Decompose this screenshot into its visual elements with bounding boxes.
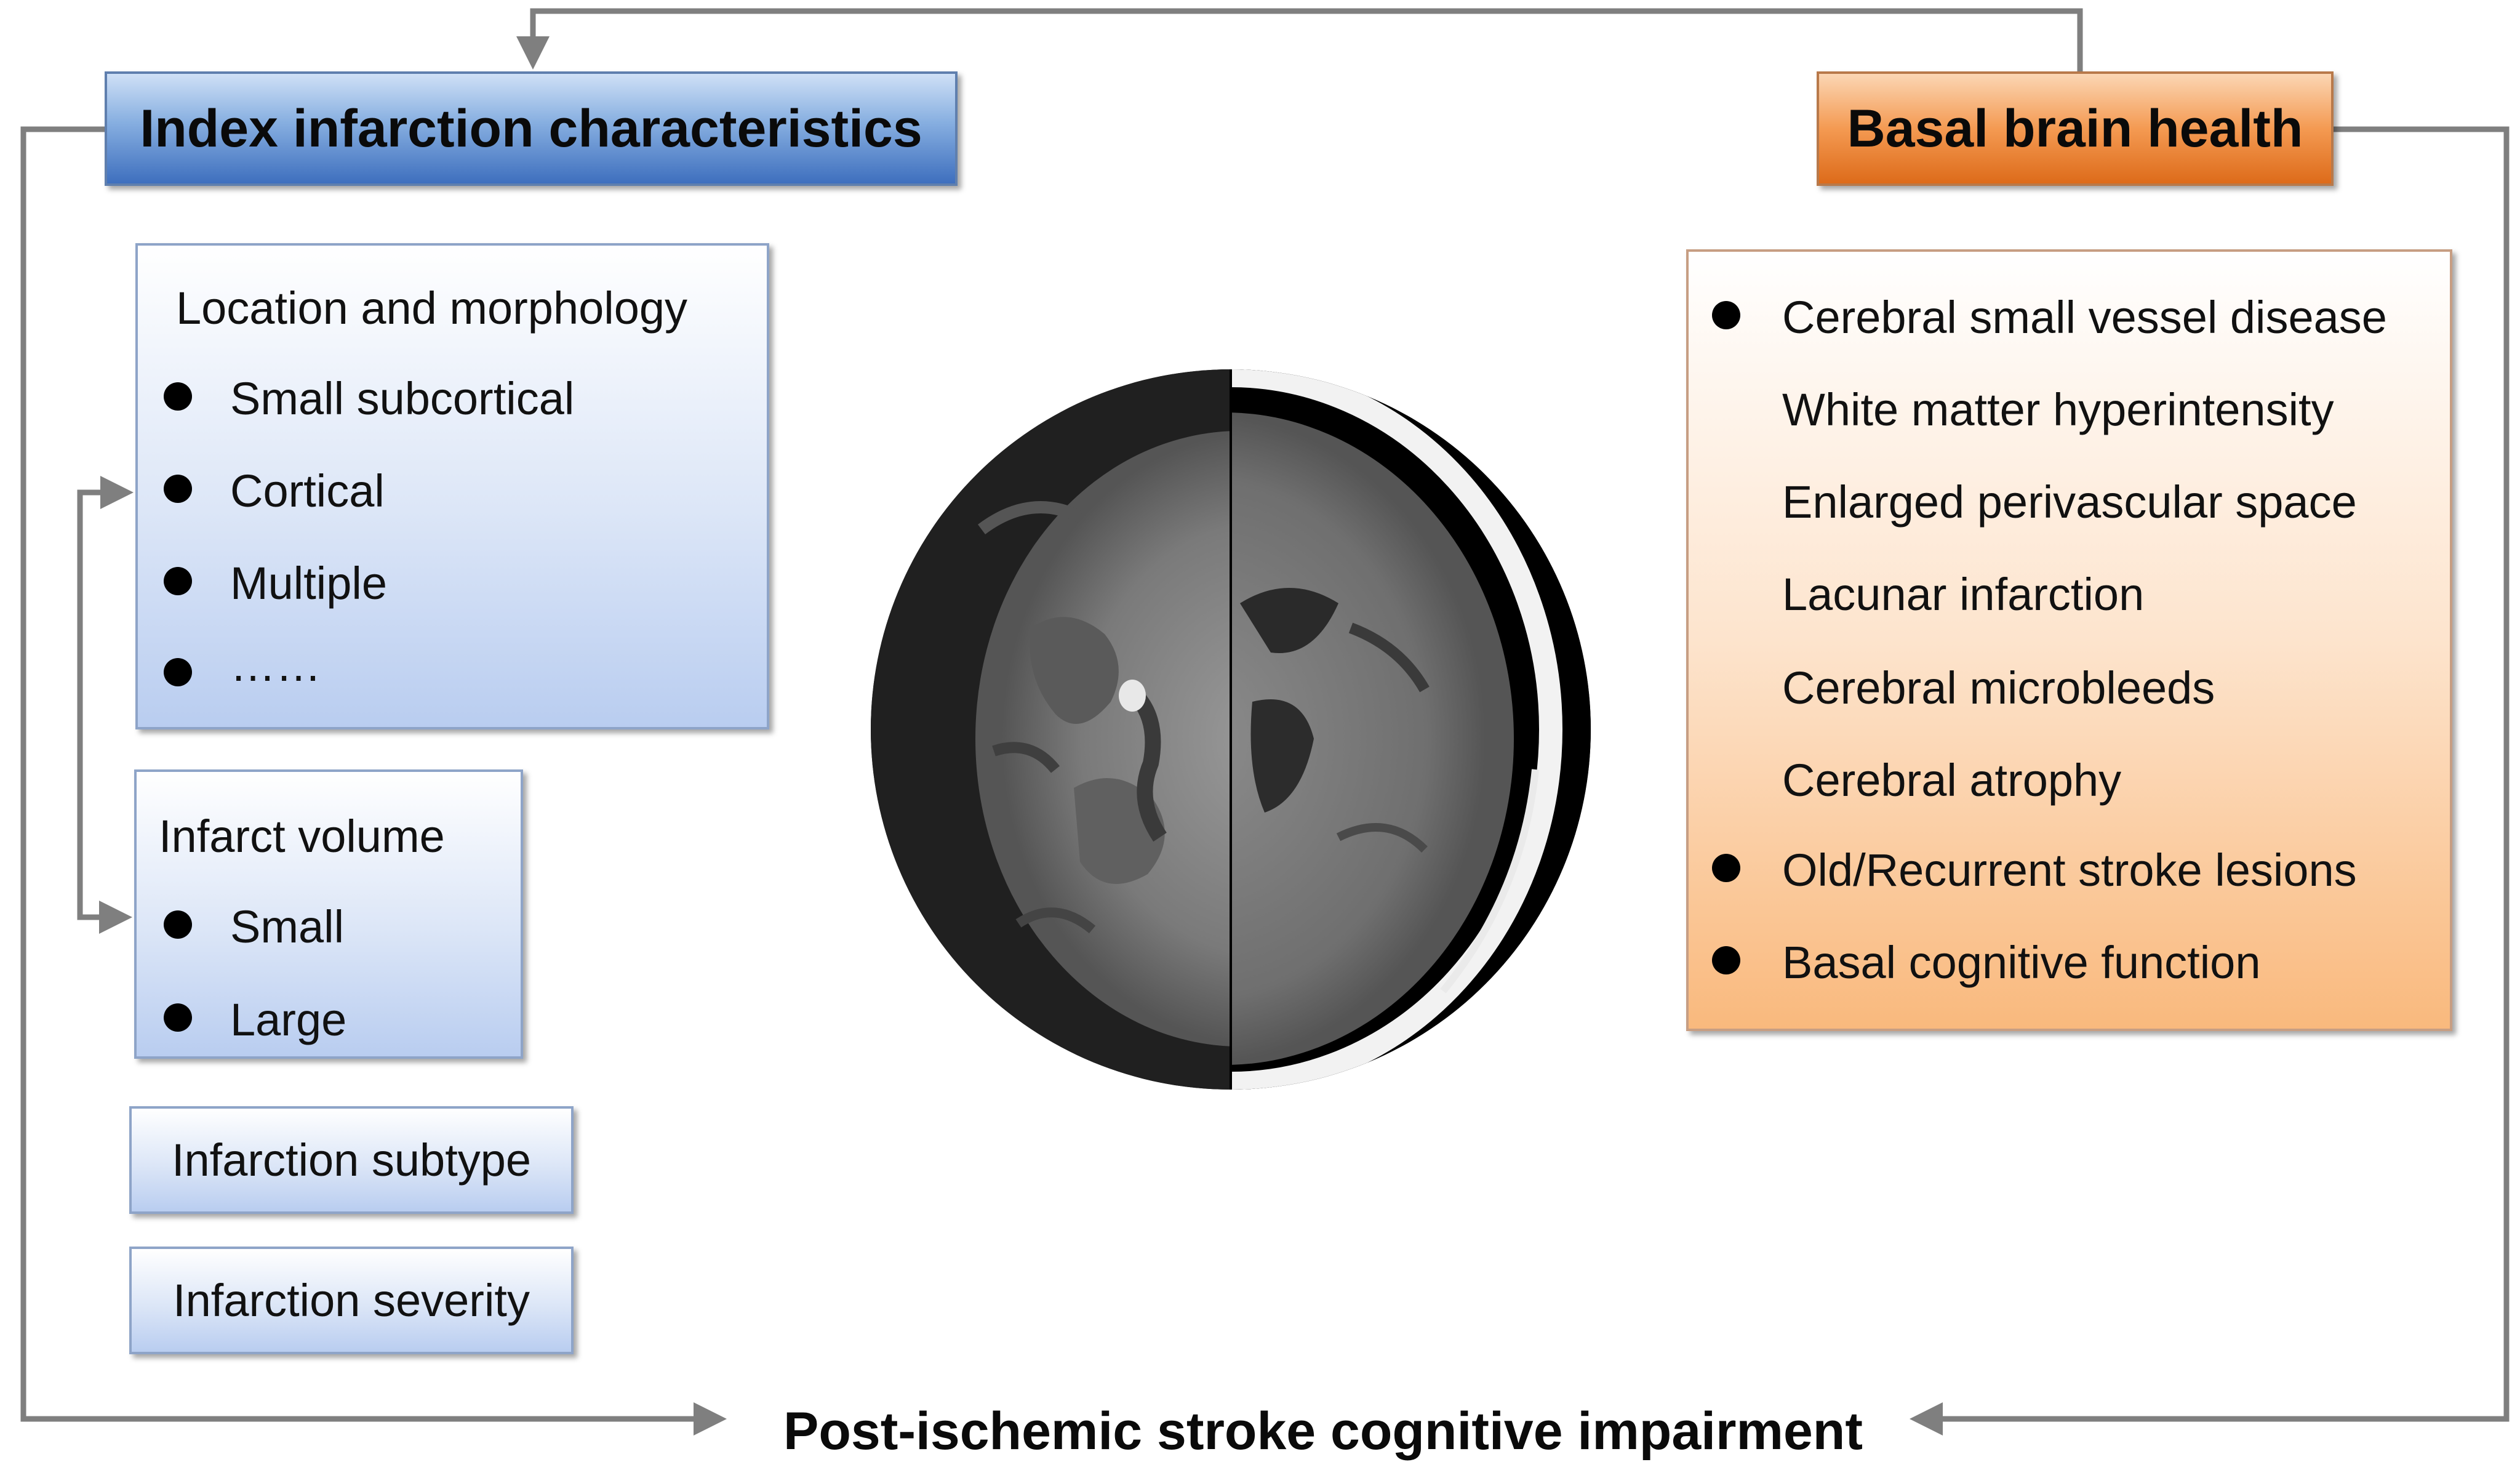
list-item: Enlarged perivascular space bbox=[1782, 476, 2357, 528]
bullet-dot bbox=[164, 1003, 192, 1032]
bullet-dot bbox=[1712, 301, 1740, 329]
top-feedback-arrow bbox=[516, 8, 2083, 71]
list-item: Small subcortical bbox=[230, 373, 575, 424]
outcome-title: Post-ischemic stroke cognitive impairmen… bbox=[783, 1401, 1863, 1461]
left-outcome-arrow bbox=[20, 126, 727, 1436]
basal-brain-health-header: Basal brain health bbox=[1817, 71, 2334, 186]
bullet-dot bbox=[164, 910, 192, 939]
infarction-subtype-box: Infarction subtype bbox=[129, 1106, 574, 1214]
list-item: Cerebral small vessel disease bbox=[1782, 292, 2387, 343]
index-infarction-header: Index infarction characteristics bbox=[105, 71, 958, 186]
infarct-volume-panel: Infarct volume Small Large bbox=[134, 769, 523, 1059]
list-item: Cerebral microbleeds bbox=[1782, 662, 2215, 713]
list-item: Lacunar infarction bbox=[1782, 569, 2145, 620]
infarct-volume-title: Infarct volume bbox=[159, 811, 445, 862]
location-morphology-title: Location and morphology bbox=[176, 283, 688, 334]
list-item: Small bbox=[230, 901, 345, 952]
list-item: Cortical bbox=[230, 465, 385, 516]
list-item: Large bbox=[230, 994, 347, 1045]
basal-brain-health-panel: Cerebral small vessel disease White matt… bbox=[1686, 249, 2452, 1031]
list-item: Multiple bbox=[230, 558, 387, 609]
list-item: White matter hyperintensity bbox=[1782, 384, 2334, 435]
list-item: Basal cognitive function bbox=[1782, 937, 2261, 988]
list-item: …… bbox=[230, 640, 321, 691]
bullet-dot bbox=[1712, 946, 1740, 974]
bullet-dot bbox=[1712, 854, 1740, 882]
location-volume-bracket-top bbox=[77, 476, 134, 917]
index-infarction-header-label: Index infarction characteristics bbox=[140, 98, 922, 158]
brain-scan-image bbox=[871, 369, 1591, 1090]
list-item: Old/Recurrent stroke lesions bbox=[1782, 845, 2357, 896]
location-volume-bracket-bottom bbox=[77, 492, 132, 934]
bullet-dot bbox=[164, 658, 192, 686]
list-item: Cerebral atrophy bbox=[1782, 755, 2122, 806]
bullet-dot bbox=[164, 567, 192, 595]
right-outcome-arrow bbox=[1910, 126, 2510, 1436]
bullet-dot bbox=[164, 475, 192, 503]
basal-brain-health-header-label: Basal brain health bbox=[1847, 98, 2303, 158]
location-morphology-panel: Location and morphology Small subcortica… bbox=[135, 243, 769, 729]
bullet-dot bbox=[164, 382, 192, 411]
infarction-severity-label: Infarction severity bbox=[173, 1275, 530, 1326]
infarction-subtype-label: Infarction subtype bbox=[171, 1135, 532, 1186]
infarction-severity-box: Infarction severity bbox=[129, 1247, 574, 1354]
